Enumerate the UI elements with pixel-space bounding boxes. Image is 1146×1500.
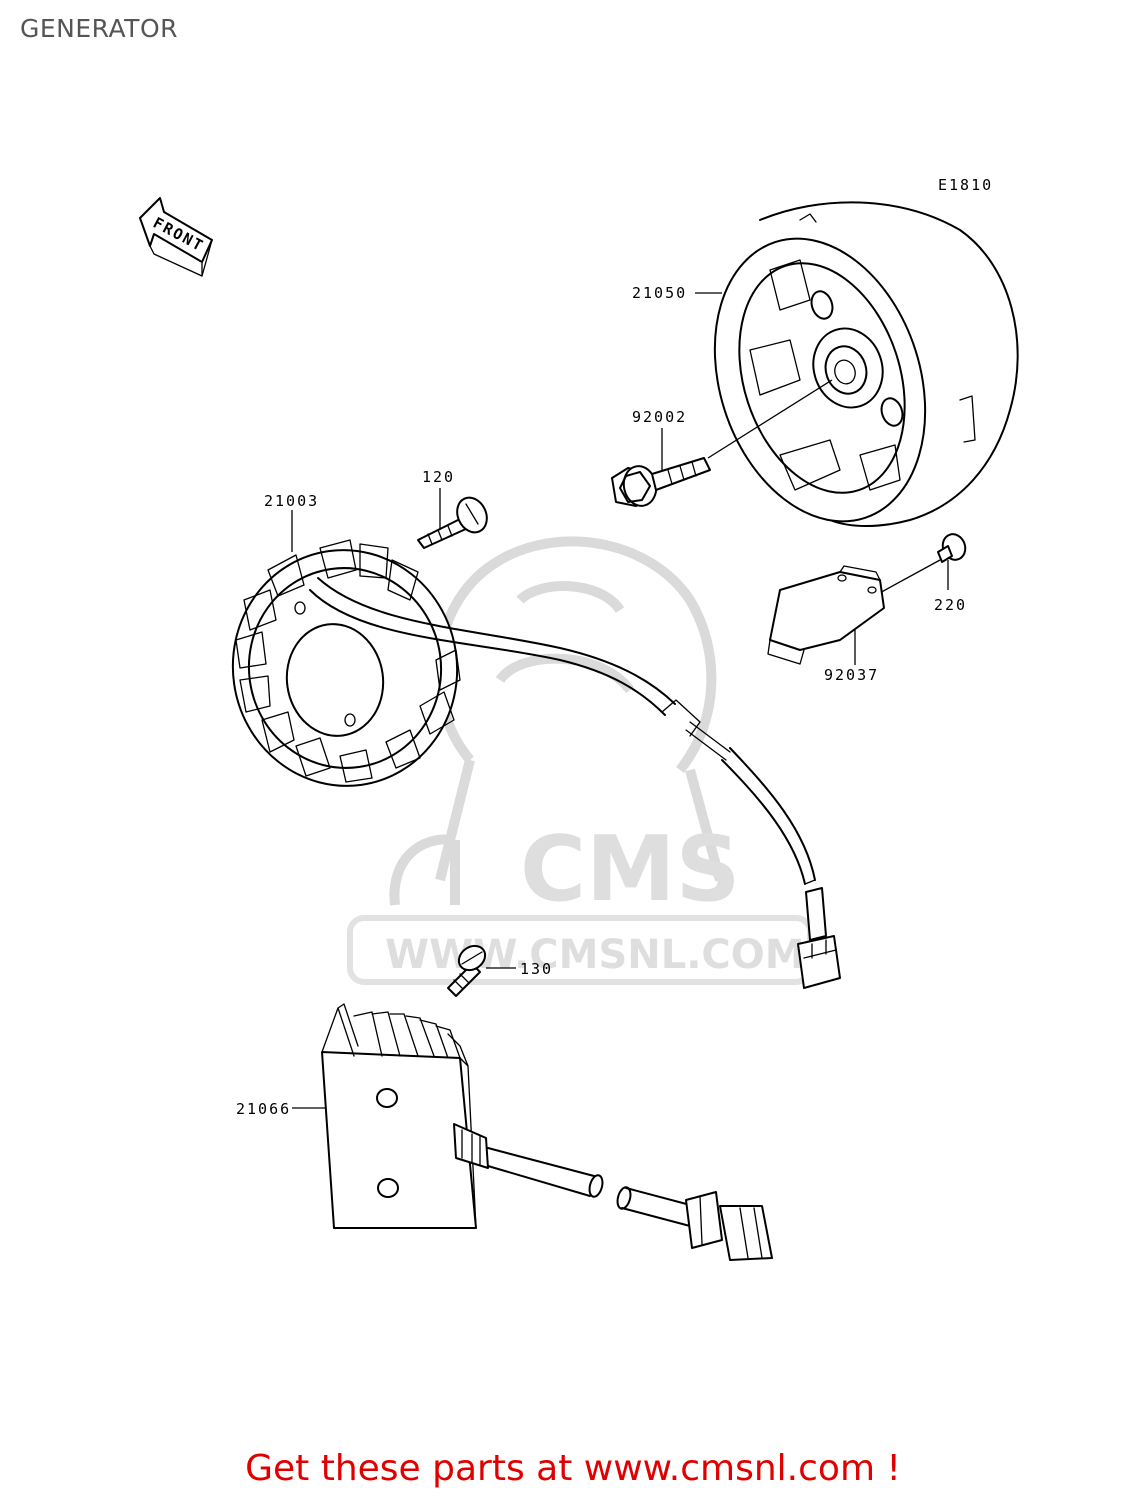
front-arrow-icon <box>139 197 213 263</box>
stator-coil-icon <box>231 539 461 787</box>
watermark-brand: CMS <box>520 817 740 922</box>
front-direction-arrow: FRONT <box>139 197 213 277</box>
stator-harness-icon <box>309 577 841 989</box>
watermark-url: WWW.CMSNL.COM <box>385 932 805 978</box>
part-label-21003: 21003 <box>264 492 319 510</box>
socket-screw-icon <box>417 496 488 549</box>
part-label-92002: 92002 <box>632 408 687 426</box>
bolt-icon <box>447 944 487 997</box>
part-label-21066: 21066 <box>236 1100 291 1118</box>
watermark-mascot-icon <box>433 536 725 882</box>
regulator-rectifier-icon <box>321 1003 489 1229</box>
page-title: GENERATOR <box>20 14 179 43</box>
part-label-120: 120 <box>422 468 455 486</box>
rotor-flywheel-icon <box>713 201 1019 527</box>
small-screw-icon <box>937 533 967 563</box>
part-label-21050: 21050 <box>632 284 687 302</box>
bracket-plate-icon <box>767 565 885 665</box>
diagram-code: E1810 <box>938 176 993 194</box>
flange-bolt-icon <box>611 457 711 507</box>
part-label-220: 220 <box>934 596 967 614</box>
part-label-130: 130 <box>520 960 553 978</box>
footer-link[interactable]: Get these parts at www.cmsnl.com ! <box>245 1448 901 1489</box>
part-label-92037: 92037 <box>824 666 879 684</box>
regulator-harness-icon <box>487 1147 773 1261</box>
